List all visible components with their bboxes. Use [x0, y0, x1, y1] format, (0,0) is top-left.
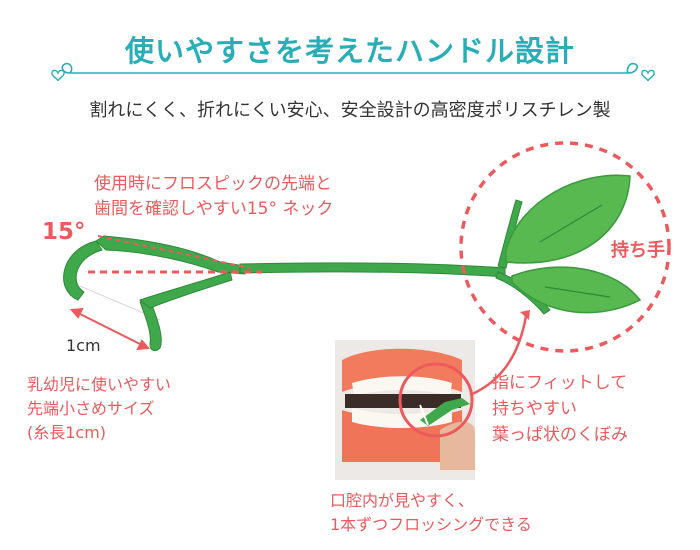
finger-fit-line: 葉っぱ状のくぼみ [492, 425, 628, 445]
leaf-handle [505, 174, 642, 314]
tip-size-line: 乳幼児に使いやすい [27, 375, 172, 394]
finger-fit-callout: 指にフィットして 持ちやすい 葉っぱ状のくぼみ [492, 370, 628, 448]
finger-highlight-circle [398, 362, 474, 438]
tip-size-callout: 乳幼児に使いやすい 先端小さめサイズ (糸長1cm) [27, 373, 171, 445]
neck-callout: 使用時にフロスピックの先端と 歯間を確認しやすい15° ネック [94, 172, 333, 222]
neck-callout-line: 使用時にフロスピックの先端と [94, 174, 332, 194]
mouth-photo [335, 340, 475, 480]
handle-highlight-circle [459, 141, 671, 353]
floss-pick [63, 199, 551, 352]
tip-size-line: 先端小さめサイズ [27, 399, 155, 418]
mouth-visibility-callout: 口腔内が見やすく、 1本ずつフロッシングできる [330, 489, 532, 537]
curved-arrow [469, 315, 528, 397]
title-underline [61, 62, 638, 74]
length-arrow [69, 307, 151, 351]
subtitle: 割れにくく、折れにくい安心、安全設計の高密度ポリスチレン製 [89, 100, 611, 121]
mouth-visibility-line: 1本ずつフロッシングできる [330, 515, 532, 534]
tip-size-line: (糸長1cm) [27, 423, 107, 442]
neck-callout-line: 歯間を確認しやすい15° ネック [94, 199, 334, 219]
heart-icon [641, 69, 655, 82]
leaf-grooves [539, 204, 611, 298]
heart-icon [51, 69, 65, 82]
mouth-visibility-line: 口腔内が見やすく、 [330, 491, 475, 510]
angle-label: 15° [42, 219, 86, 245]
length-label: 1cm [66, 336, 101, 355]
finger-fit-line: 持ちやすい [492, 399, 577, 419]
finger-fit-line: 指にフィットして [492, 373, 628, 393]
angle-guide-line [97, 235, 251, 269]
handle-label: 持ち手 [611, 240, 665, 261]
page-title: 使いやすさを考えたハンドル設計 [124, 34, 575, 68]
